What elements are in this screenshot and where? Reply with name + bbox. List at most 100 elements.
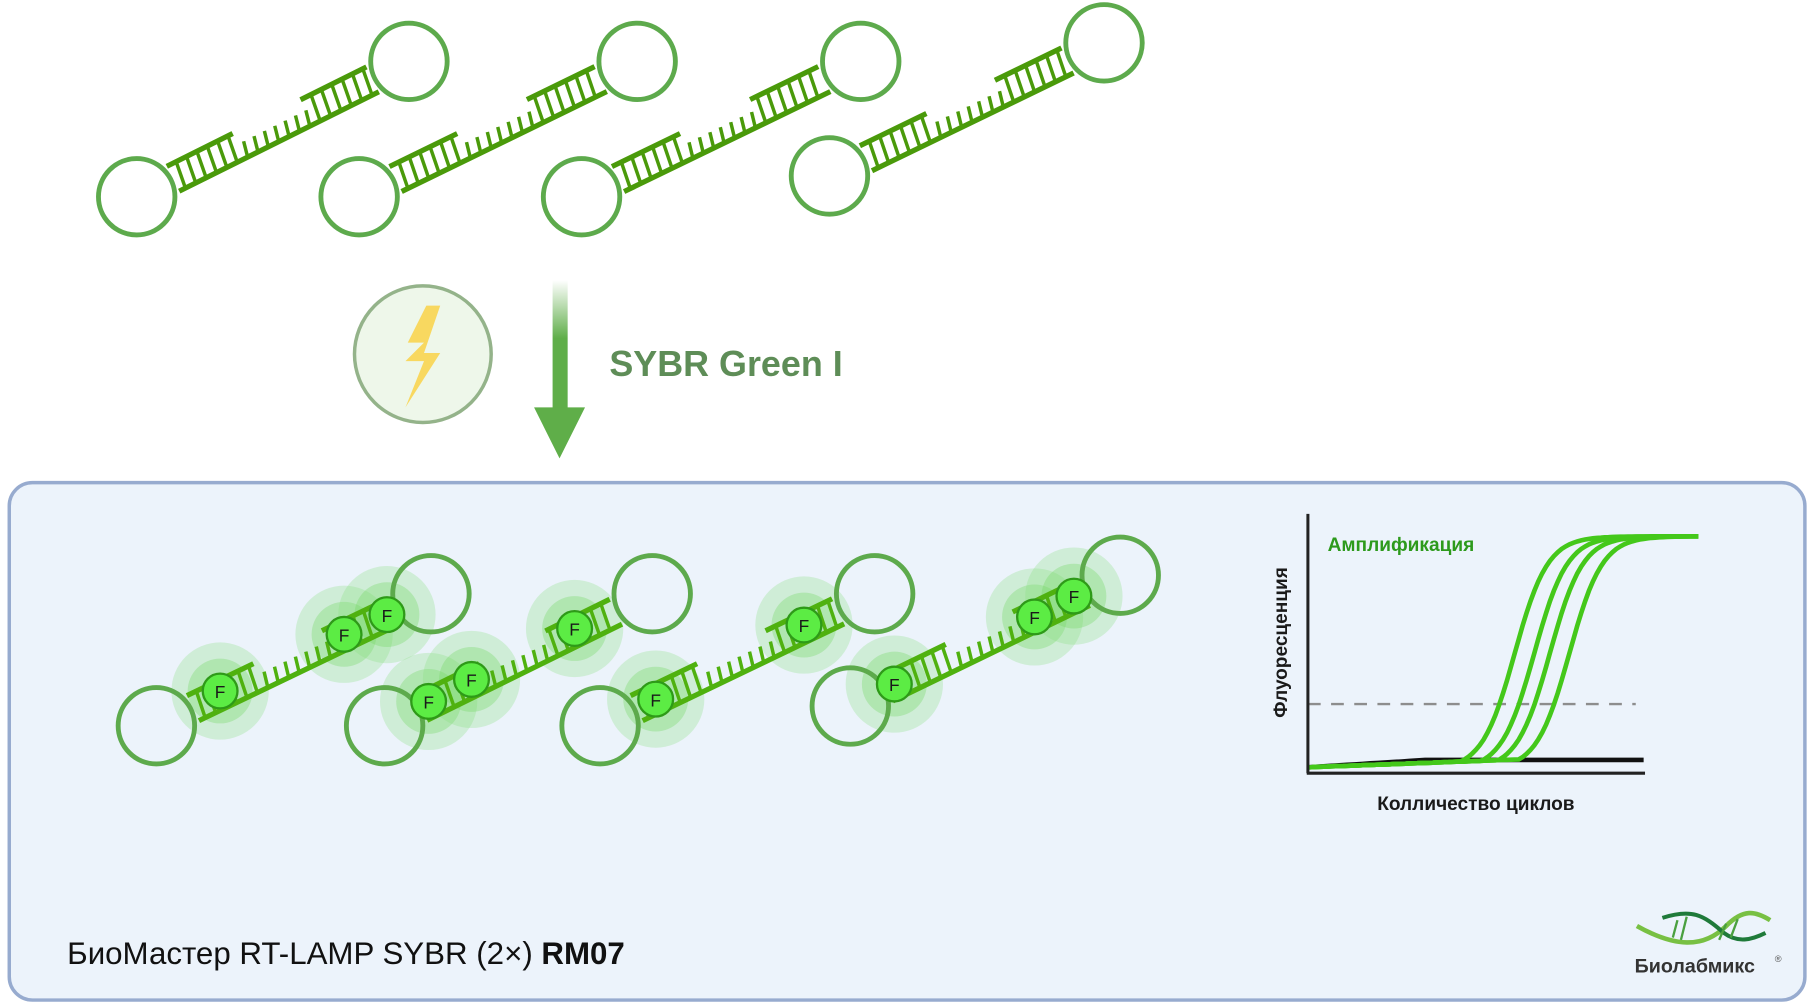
fluorophore-circle	[201, 672, 239, 710]
dna-strand	[748, 64, 820, 102]
base-pair	[619, 161, 632, 190]
fluorophore-circle	[1015, 598, 1054, 636]
base-pair	[241, 140, 250, 158]
base-pair	[521, 654, 529, 672]
reagent-label: SYBR Green I	[609, 344, 842, 384]
hairpin-loop	[115, 685, 198, 767]
base-pair	[262, 130, 271, 148]
base-pair	[1003, 74, 1016, 103]
hairpin-loop	[833, 553, 916, 635]
base-pair	[796, 75, 810, 104]
base-pair	[726, 661, 735, 678]
base-pair	[909, 660, 922, 689]
base-pair	[252, 135, 260, 153]
base-pair	[758, 646, 766, 663]
sybr-fluorophore: F	[368, 596, 406, 634]
base-pair	[1055, 49, 1068, 78]
hairpin-loop	[611, 553, 693, 635]
base-pair	[418, 151, 431, 179]
amplification-curve	[1307, 534, 1699, 770]
base-pair	[541, 644, 550, 662]
amplification-chart: Амплификация Колличество циклов Флуоресц…	[1271, 513, 1699, 815]
base-pair	[640, 151, 653, 179]
base-pair	[330, 83, 343, 112]
hairpin-loop	[96, 156, 178, 238]
hairpin-loop	[1063, 2, 1145, 84]
sybr-fluorophore: F	[875, 665, 913, 703]
fluorophore-circle	[368, 596, 406, 634]
base-pair	[516, 116, 525, 134]
base-pair	[443, 679, 456, 708]
sybr-fluorophore: F	[637, 680, 675, 718]
dna-strand	[299, 64, 368, 103]
hairpin-loop	[368, 20, 450, 102]
base-pair	[174, 161, 188, 189]
base-pair	[584, 70, 597, 98]
base-pair	[909, 120, 922, 149]
base-pair	[630, 156, 643, 185]
hairpin-loop	[559, 685, 641, 767]
base-pair	[718, 126, 726, 144]
base-pair	[510, 659, 519, 677]
fluorophore-label: F	[799, 616, 810, 636]
fluorophore-label: F	[569, 620, 580, 640]
base-pair	[956, 651, 964, 668]
base-pair	[500, 665, 508, 682]
base-pair	[661, 141, 674, 169]
base-pair	[997, 631, 1006, 648]
hairpin-loop	[820, 20, 902, 102]
hairpin-loop	[596, 20, 678, 102]
chart-annotation: Амплификация	[1328, 535, 1475, 556]
base-pair	[532, 95, 545, 124]
dna-helix-icon	[1635, 910, 1772, 945]
lightning-bolt-icon	[352, 284, 493, 425]
base-pair	[878, 135, 891, 164]
base-pair	[987, 95, 995, 113]
base-pair	[755, 95, 768, 124]
product-name-regular: БиоМастер RT-LAMP SYBR (2×)	[67, 936, 541, 971]
base-pair	[475, 136, 483, 154]
base-pair	[940, 645, 953, 674]
fluorophore-circle	[1055, 577, 1093, 615]
base-pair	[697, 136, 705, 154]
base-pair	[599, 603, 612, 631]
base-pair	[1013, 69, 1026, 98]
base-pair	[807, 70, 820, 99]
fluorophore-circle	[452, 660, 491, 698]
base-pair	[919, 115, 933, 144]
base-pair	[262, 671, 270, 688]
base-pair	[765, 90, 778, 119]
fluorophore-label: F	[382, 606, 393, 626]
base-pair	[976, 641, 985, 658]
fluorophore-circle	[875, 665, 913, 703]
result-panel	[7, 480, 1807, 1002]
fluorophore-circle	[325, 615, 363, 653]
base-pair	[749, 111, 758, 129]
base-pair	[690, 665, 703, 694]
fluorophore-label: F	[1029, 608, 1040, 628]
base-pair	[650, 146, 664, 174]
fluorophore-circle	[785, 606, 823, 644]
base-pair	[930, 650, 943, 679]
dumbbell-molecule	[318, 20, 678, 238]
base-pair	[350, 73, 364, 101]
base-pair	[340, 78, 353, 107]
sybr-fluorophore: F	[1015, 598, 1054, 636]
dumbbell-molecule	[96, 20, 450, 238]
base-pair	[547, 628, 560, 657]
base-pair	[867, 140, 880, 169]
base-pair	[506, 121, 514, 139]
base-pair	[553, 85, 566, 113]
base-pair	[194, 690, 207, 719]
base-pair	[935, 121, 943, 138]
product-molecule: FFF	[809, 534, 1161, 747]
base-pair	[768, 641, 776, 658]
base-pair	[706, 671, 714, 688]
dna-strand	[622, 89, 832, 194]
base-pair	[747, 651, 756, 668]
hairpin-loop	[1079, 534, 1161, 616]
fluorophore-label: F	[423, 693, 434, 713]
base-pair	[997, 90, 1006, 108]
base-pair	[325, 641, 333, 658]
base-pair	[815, 605, 829, 633]
